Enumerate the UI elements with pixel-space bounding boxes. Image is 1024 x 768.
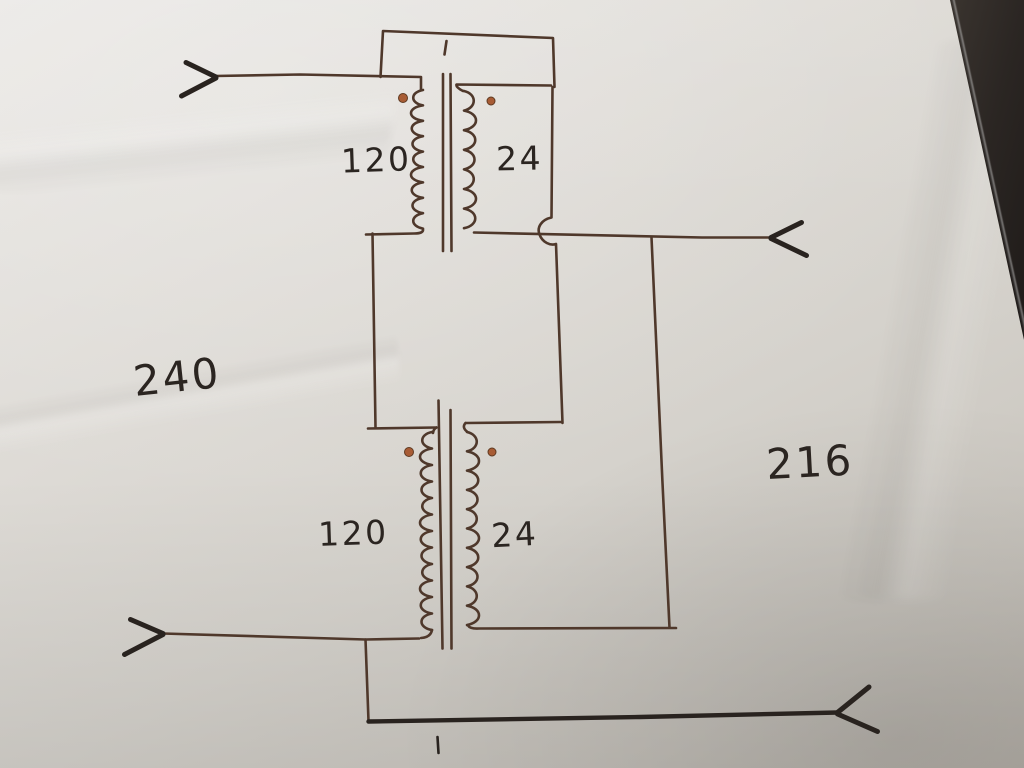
output-voltage-label: 216 <box>765 435 855 489</box>
wiring <box>161 29 841 755</box>
output-wire-bottom <box>366 710 841 724</box>
middle-loop-bottom-rail-left <box>366 426 438 430</box>
primary-voltage-label: 120 <box>340 139 412 180</box>
t2-primary-bottom-lead <box>419 628 434 640</box>
core-line-right <box>449 408 453 650</box>
input-wire-top <box>213 73 423 92</box>
polarity-dot-secondary <box>487 447 497 457</box>
t2-secondary-bottom-wire <box>466 624 678 630</box>
primary-voltage-label: 120 <box>317 512 389 553</box>
t2-primary-top-lead <box>431 426 438 435</box>
right-drop-wire <box>650 236 671 629</box>
output-arrowhead-bottom-right <box>835 684 880 734</box>
polarity-dot-primary <box>398 93 408 103</box>
bottom-junction-drop <box>364 638 370 723</box>
input-arrowhead-bottom-left <box>122 617 166 657</box>
input-wire-bottom <box>161 632 421 641</box>
terminal-arrows <box>122 60 880 734</box>
t1-primary-bottom-rail <box>364 228 425 236</box>
transformer-bottom: 120 24 <box>317 399 539 650</box>
secondary-winding <box>465 430 481 627</box>
middle-loop-left-edge <box>371 232 377 429</box>
jumper-top-box <box>379 29 556 89</box>
output-arrowhead-right <box>768 220 809 258</box>
primary-winding <box>409 88 425 230</box>
core-line-left <box>437 399 444 650</box>
jumper-tick-mark <box>443 39 448 56</box>
t1-secondary-top-lead <box>455 83 553 93</box>
secondary-winding <box>462 89 478 230</box>
transformer-top: 120 24 <box>340 72 544 253</box>
output-wire-right <box>472 231 772 239</box>
bottom-tick-mark <box>436 735 440 755</box>
t2-secondary-top-lead <box>462 421 469 434</box>
source-voltage-label: 240 <box>131 348 223 406</box>
input-arrowhead-top-left <box>179 60 219 99</box>
primary-winding <box>418 430 434 632</box>
secondary-voltage-label: 24 <box>496 139 544 179</box>
polarity-dot-secondary <box>486 96 496 106</box>
core-line-right <box>449 72 453 253</box>
polarity-dot-primary <box>404 447 414 457</box>
crossover-hop-wire <box>537 85 564 425</box>
middle-loop-bottom-rail-right <box>464 420 563 425</box>
secondary-voltage-label: 24 <box>490 514 539 555</box>
